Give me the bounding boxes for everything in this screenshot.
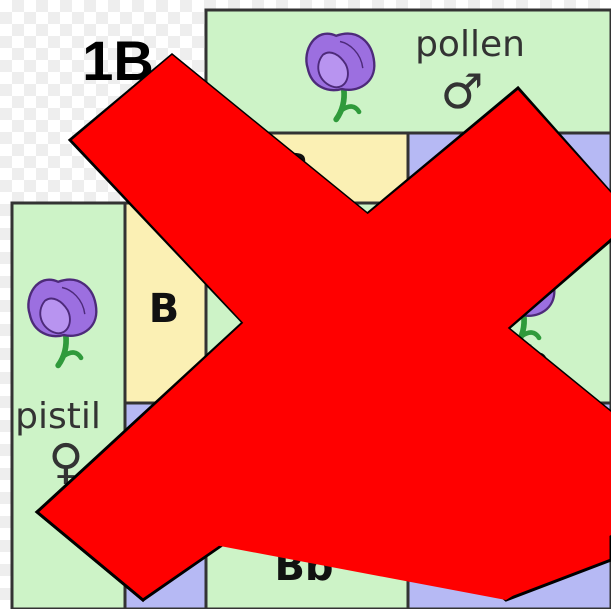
pistil-label: pistil (15, 396, 101, 437)
pistil-gamete-label: B (149, 286, 180, 332)
pollen-label: pollen (415, 24, 525, 65)
pollen-header-cell (206, 10, 611, 133)
male-symbol-icon: ♂ (440, 64, 483, 120)
